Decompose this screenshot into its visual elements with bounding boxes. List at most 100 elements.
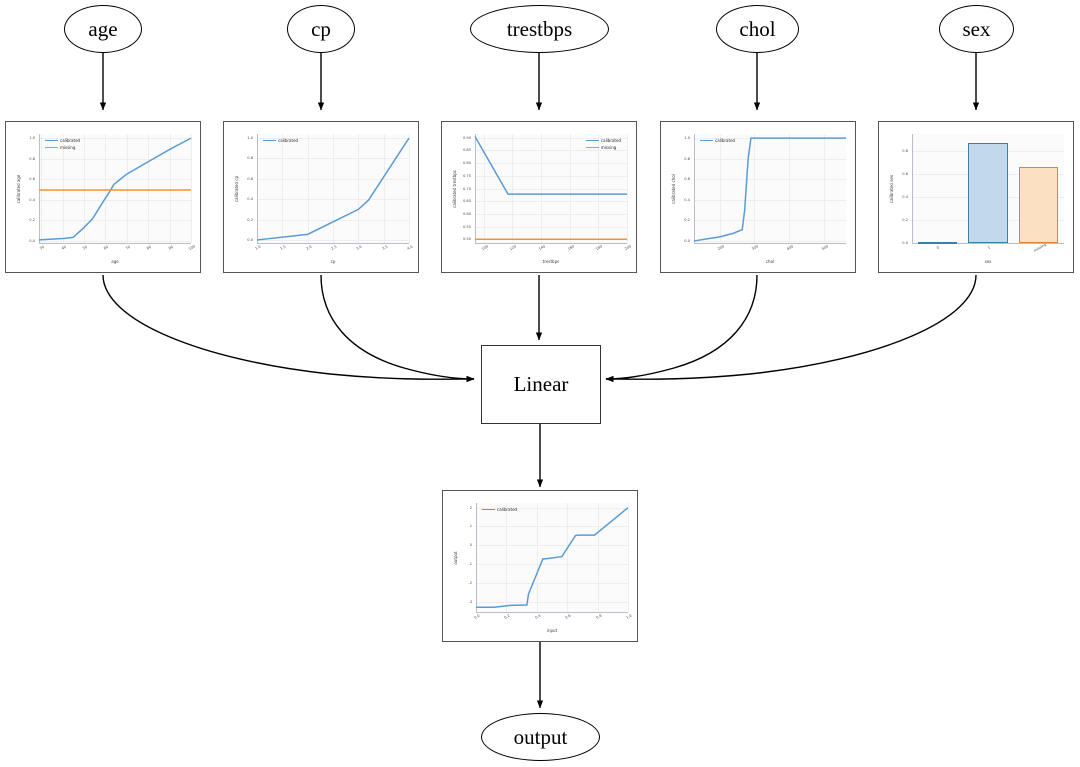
x-tick-label: 0.6 [564,613,572,620]
gridline-v [536,503,538,612]
legend-swatch-missing [585,146,599,149]
y-tick-label: 0.90 [462,135,471,140]
gridline-v [307,134,309,243]
node-trestbps[interactable]: trestbps [470,5,609,53]
legend-label: calibrated [600,138,621,143]
gridline-v [754,134,756,243]
x-axis-title: age [111,259,119,264]
gridline-v [789,134,791,243]
legend-label: missing [600,145,617,150]
y-tick-label: 0.70 [462,186,471,191]
x-tick-label: 120 [509,244,518,252]
y-tick-label: 0.4 [684,197,690,202]
node-linear[interactable]: Linear [481,345,601,424]
legend-swatch-calibrated [585,139,599,142]
axis-spine [476,612,628,613]
legend-label: missing [60,145,76,150]
y-tick-label: 0.75 [462,173,471,178]
y-tick-label: 0.4 [247,197,253,202]
x-tick-label: 0.0 [473,613,481,620]
gridline-v [148,134,150,243]
gridline-v [282,134,284,243]
y-tick-label: 0.50 [462,237,471,242]
node-chol[interactable]: chol [716,5,799,53]
y-tick-label: 0.85 [462,148,471,153]
axis-spine [475,134,476,243]
series-layer [257,134,409,243]
edge-cpchart-to-linear [320,274,475,383]
gridline-v [358,134,360,243]
plot-area-age [39,134,192,244]
series-layer [39,134,191,243]
x-tick-label: 1.0 [254,244,262,251]
node-cp-label: cp [311,16,331,41]
x-tick-label: 50 [81,244,88,251]
x-tick-label: 400 [786,244,795,252]
gridline-h [39,138,191,140]
gridline-h [694,199,846,201]
gridline-h [475,137,627,139]
edge-sexchart-to-linear [605,274,977,383]
gridline-h [476,545,628,547]
series-calibrated [476,508,628,608]
x-tick-label: 300 [751,244,760,252]
y-tick-label: 0.80 [462,161,471,166]
node-sex[interactable]: sex [939,5,1014,53]
y-tick-label: 1 [469,524,472,529]
x-tick-label: 0.8 [595,613,603,620]
series-layer [475,134,627,243]
x-axis-title: trestbps [542,259,560,264]
gridline-h [694,158,846,160]
x-tick-label: 500 [820,244,829,252]
node-output-label: output [513,724,568,749]
gridline-h [475,201,627,203]
node-output[interactable]: output [481,713,600,761]
x-tick-label: 160 [566,244,575,252]
node-age[interactable]: age [64,5,142,53]
y-tick-label: -3 [468,599,472,604]
node-trestbps-label: trestbps [506,16,573,41]
y-tick-label: 0.6 [902,172,908,177]
plot-area-sex [912,134,1064,245]
gridline-h [476,564,628,566]
gridline-h [39,240,191,242]
x-tick-label: 1.0 [625,613,633,620]
plot-area-output [476,503,629,613]
gridline-v [333,134,334,243]
node-cp[interactable]: cp [287,5,355,53]
legend-entry: calibrated [263,137,298,144]
legend-entry: missing [45,144,80,151]
legend-label: calibrated [497,507,518,512]
gridline-h [476,526,628,528]
x-tick-label: 0.2 [503,613,511,620]
legend-trestbps: calibrated missing [585,137,621,151]
x-tick-label: 1 [987,245,991,251]
axis-spine [694,243,846,244]
gridline-v [627,134,628,243]
y-tick-label: 0.0 [902,241,908,245]
x-tick-label: 80 [146,244,153,251]
y-tick-label: 0.55 [462,224,471,229]
legend-entry: calibrated [700,137,735,144]
y-tick-label: 0.0 [29,238,35,243]
legend-swatch-calibrated [45,139,58,142]
x-tick-label: 4.0 [406,244,414,251]
edge-agechart-to-linear [102,274,475,383]
legend-label: calibrated [278,138,299,143]
bar-1 [968,142,1008,243]
x-tick-label: 0.4 [534,613,542,620]
bar-0 [917,242,958,245]
axis-spine [39,243,191,244]
series-layer [694,134,846,243]
